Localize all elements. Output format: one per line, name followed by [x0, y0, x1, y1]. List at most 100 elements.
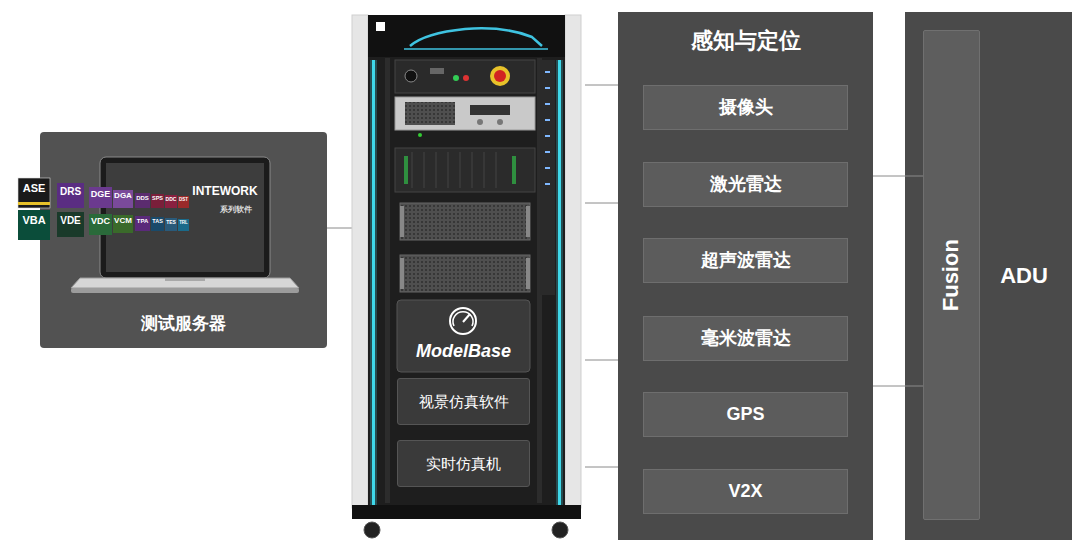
node-label: 实时仿真机: [426, 455, 501, 473]
handle: [526, 258, 530, 289]
laptop-lip: [71, 288, 299, 293]
node-label: 视景仿真软件: [419, 393, 509, 411]
icon-label: VDE: [57, 212, 84, 229]
laptop-base: [71, 278, 299, 288]
icon-label: DST: [178, 196, 189, 204]
software-icon: [178, 196, 189, 208]
computer-unit: [400, 203, 530, 240]
grill: [405, 102, 455, 125]
software-icon: [135, 193, 150, 208]
io-chassis: [395, 148, 535, 192]
wire: [327, 228, 352, 229]
icon-label: TPA: [135, 216, 150, 226]
laptop-screen: [106, 163, 264, 272]
node-label: GPS: [726, 404, 764, 426]
sensor-box: V2X: [643, 469, 848, 514]
icon-strip: [18, 202, 50, 205]
led: [418, 133, 422, 137]
knob: [405, 70, 417, 82]
node-label: 激光雷达: [710, 174, 782, 196]
icon-label: TES: [165, 218, 177, 227]
gauge-arc: [453, 312, 473, 326]
button: [463, 75, 469, 81]
handle: [400, 258, 404, 289]
server-panel: 测试服务器: [40, 132, 327, 348]
hardware-box: 实时仿真机: [397, 440, 530, 487]
screen-title: INTEWORK: [188, 185, 262, 198]
icon-label: DGE: [89, 187, 112, 201]
switch: [430, 68, 444, 74]
button: [453, 75, 459, 81]
icon-label: DGA: [113, 190, 133, 202]
node-label: ADU: [1000, 263, 1048, 289]
sensor-box: 超声波雷达: [643, 238, 848, 283]
power-unit: [395, 97, 535, 130]
knob: [497, 119, 503, 125]
control-unit: [395, 60, 535, 93]
icon-label: TRL: [178, 219, 189, 227]
software-icon: [165, 195, 177, 208]
light-strip: [372, 60, 375, 505]
cabinet-side: [565, 15, 581, 508]
sensor-box: 激光雷达: [643, 162, 848, 207]
software-icon: [57, 212, 84, 237]
node-label: 感知与定位: [691, 28, 801, 54]
fusion-box: Fusion: [923, 30, 980, 520]
laptop-notch: [165, 278, 205, 281]
cabinet-base: [352, 505, 581, 519]
software-icon: [165, 218, 177, 231]
software-icon: [89, 187, 112, 208]
handle: [400, 206, 404, 237]
estop-ring: [490, 66, 510, 86]
rack-rail: [385, 58, 390, 503]
estop: [494, 70, 506, 82]
wire: [585, 203, 618, 204]
node-label: 摄像头: [719, 97, 773, 119]
vertical-label: Fusion: [938, 239, 964, 311]
software-box: ModelBase: [397, 300, 530, 372]
wire: [585, 467, 618, 468]
node-label: 毫米波雷达: [701, 328, 791, 350]
wire: [585, 85, 618, 86]
car-logo: [410, 28, 542, 46]
knob: [477, 119, 483, 125]
modelbase-box: [397, 300, 530, 372]
cabinet-side: [352, 15, 368, 508]
computer-unit: [400, 255, 530, 292]
software-icon: [57, 183, 84, 208]
software-icon: [113, 215, 133, 233]
node-label: 测试服务器: [141, 314, 226, 334]
wire: [585, 360, 618, 361]
screen-subtitle: 系列软件: [212, 205, 260, 215]
laptop-bezel: [100, 157, 270, 278]
icon-label: VDC: [89, 214, 112, 228]
software-icon: [18, 178, 50, 208]
sensor-box: 摄像头: [643, 85, 848, 130]
light-glow: [556, 60, 563, 505]
software-icon: [113, 190, 133, 208]
software-icon: [151, 194, 164, 208]
icon-label: DDC: [165, 195, 177, 204]
brand-mark: [376, 22, 385, 31]
software-icon: [135, 216, 150, 231]
icon-label: ASE: [18, 178, 50, 198]
software-icon: [18, 210, 50, 240]
gauge-logo: [450, 308, 476, 334]
led-column: [512, 156, 516, 184]
cabinet-header: [368, 15, 565, 57]
car-logo: [404, 48, 548, 50]
adu-panel: [905, 12, 1072, 540]
light-glow: [370, 60, 377, 505]
wheel: [552, 522, 568, 538]
port-leds: [545, 72, 550, 184]
group-panel: 感知与定位摄像头激光雷达超声波雷达毫米波雷达 GPS V2X: [618, 12, 873, 540]
icon-label: DRS: [57, 183, 84, 200]
wheel: [364, 522, 380, 538]
software-icon: [151, 217, 164, 231]
slots: [412, 152, 496, 188]
icon-label: VCM: [113, 215, 133, 227]
